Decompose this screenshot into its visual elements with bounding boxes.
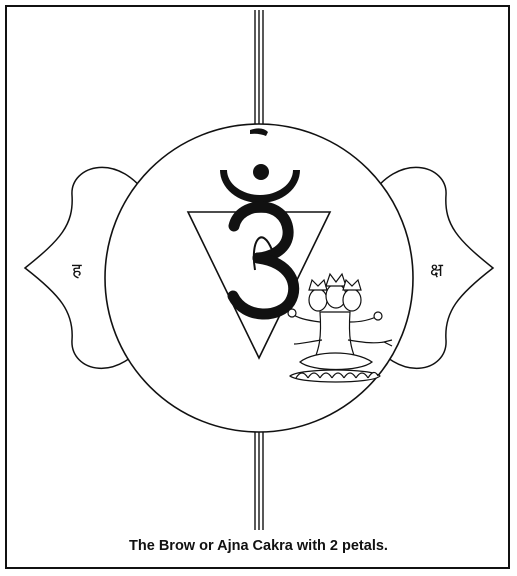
lotus-seat: [290, 370, 380, 382]
bottom-channel-lines: [255, 422, 263, 530]
top-channel-lines: [255, 10, 263, 135]
figure-caption: The Brow or Ajna Cakra with 2 petals.: [0, 538, 517, 554]
bindu-dot: [253, 164, 269, 180]
left-petal-letter: ह: [72, 260, 82, 281]
right-petal-letter: क्ष: [430, 260, 444, 281]
